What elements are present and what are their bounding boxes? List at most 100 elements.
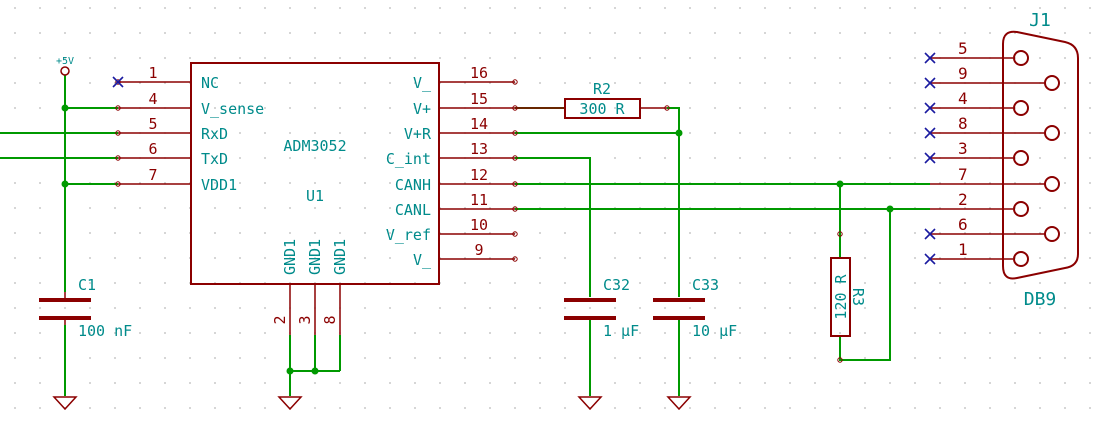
ic-u1-right-pin-16: 16 V_ — [413, 64, 518, 92]
pin-name: C_int — [386, 150, 431, 168]
ic-u1-left-pin-5: 5 RxD — [115, 115, 228, 143]
pin-number: 15 — [470, 90, 488, 108]
ic-u1-left-pin-6: 6 TxD — [115, 140, 228, 168]
pin-number: 2 — [958, 190, 968, 209]
pin-end — [512, 256, 518, 262]
pin-end — [512, 231, 518, 237]
wires — [0, 75, 930, 396]
pin-name: NC — [201, 74, 219, 92]
ic-u1-left-pin-4: 4 V_sense — [115, 90, 264, 118]
junction-gnd-a — [286, 367, 294, 375]
resistor-r3-body — [830, 257, 851, 337]
pin-socket — [1044, 226, 1060, 242]
pin-end — [115, 155, 121, 161]
power-5v-circle — [60, 66, 70, 76]
pin-number: 1 — [148, 64, 157, 82]
junctions — [61, 104, 894, 375]
no-connect-icon — [924, 228, 936, 240]
junction-gnd-b — [311, 367, 319, 375]
pin-end — [664, 105, 670, 111]
power-5v-symbol: +5V — [56, 56, 74, 76]
pin-number: 7 — [148, 166, 157, 184]
connector-j1-pin-4: 4 — [930, 89, 1029, 116]
pin-number: 7 — [958, 165, 968, 184]
capacitor-c33-value: 10 µF — [692, 322, 737, 340]
pin-number: 5 — [958, 39, 968, 58]
no-connect-icon — [924, 127, 936, 139]
ground-icon — [277, 396, 303, 411]
pin-name: GND1 — [281, 239, 299, 275]
pin-number: 2 — [271, 315, 289, 324]
resistor-r2-value: 300 R — [579, 100, 625, 118]
pin-number: 3 — [296, 315, 314, 324]
pin-number: 4 — [958, 89, 968, 108]
ic-u1-right-pin-9: 9 V_ — [413, 241, 518, 269]
junction-canl — [886, 205, 894, 213]
junction-vplusr — [675, 129, 683, 137]
pin-end — [512, 206, 518, 212]
pin-number: 10 — [470, 216, 488, 234]
connector-j1-pin-3: 3 — [930, 139, 1029, 166]
ic-u1-right-pin-13: 13 C_int — [386, 140, 518, 168]
ic-u1-left-pin-7: 7 VDD1 — [115, 166, 237, 194]
pin-end — [115, 181, 121, 187]
ic-u1-right-pin-14: 14 V+R — [404, 115, 518, 143]
pin-name: VDD1 — [201, 176, 237, 194]
pin-name: CANL — [395, 201, 431, 219]
connector-j1-pin-9: 9 — [930, 64, 1060, 91]
ic-u1-left-pin-1: 1 NC — [115, 64, 219, 92]
pin-end — [837, 357, 843, 363]
pin-number: 6 — [958, 215, 968, 234]
no-connect-u1-pin1 — [112, 76, 124, 88]
pin-socket — [1013, 201, 1029, 217]
pin-name: V_ref — [386, 226, 431, 244]
pin-end — [512, 155, 518, 161]
pin-socket — [1013, 100, 1029, 116]
pin-number: 12 — [470, 166, 488, 184]
pin-number: 8 — [321, 315, 339, 324]
junction-vsense — [61, 104, 69, 112]
ground-icon — [52, 396, 78, 411]
capacitor-c32-ref: C32 — [603, 276, 630, 294]
pin-name: V_ — [413, 251, 432, 269]
pin-socket — [1044, 75, 1060, 91]
wire-r2-vplusr — [667, 107, 680, 133]
connector-j1: J1 DB9 5 9 4 8 3 — [930, 10, 1079, 310]
no-connect-markers-j1 — [924, 52, 936, 265]
ic-u1-bottom-pin-3: 3 GND1 — [296, 239, 324, 335]
pin-socket — [1044, 125, 1060, 141]
pin-number: 9 — [474, 241, 483, 259]
pin-number: 14 — [470, 115, 488, 133]
pin-number: 1 — [958, 240, 968, 259]
no-connect-icon — [924, 152, 936, 164]
pin-socket — [1044, 176, 1060, 192]
pin-name: RxD — [201, 125, 228, 143]
ground-icon — [577, 396, 603, 411]
pin-number: 5 — [148, 115, 157, 133]
pin-number: 6 — [148, 140, 157, 158]
resistor-r2: R2 300 R — [515, 80, 670, 119]
connector-j1-pin-2: 2 — [930, 190, 1029, 217]
pin-end — [115, 105, 121, 111]
pin-number: 4 — [148, 90, 157, 108]
no-connect-icon — [924, 52, 936, 64]
pin-name: GND1 — [331, 239, 349, 275]
junction-vdd1 — [61, 180, 69, 188]
wire-r3-canl — [839, 209, 891, 361]
capacitor-c32: C32 1 µF — [564, 276, 639, 340]
connector-j1-pin-8: 8 — [930, 114, 1060, 141]
pin-socket — [1013, 150, 1029, 166]
pin-end — [115, 79, 121, 85]
wire-pin13-c32 — [515, 157, 591, 297]
capacitor-c1-ref: C1 — [78, 276, 96, 294]
connector-j1-ref: J1 — [1029, 10, 1051, 31]
pin-number: 13 — [470, 140, 488, 158]
no-connect-icon — [924, 102, 936, 114]
connector-j1-pin-7: 7 — [930, 165, 1060, 192]
connector-j1-value: DB9 — [1024, 289, 1057, 310]
ic-u1-part-name: ADM3052 — [283, 137, 346, 155]
capacitor-c32-value: 1 µF — [603, 322, 639, 340]
pin-number: 3 — [958, 139, 968, 158]
ground-icon — [666, 396, 692, 411]
